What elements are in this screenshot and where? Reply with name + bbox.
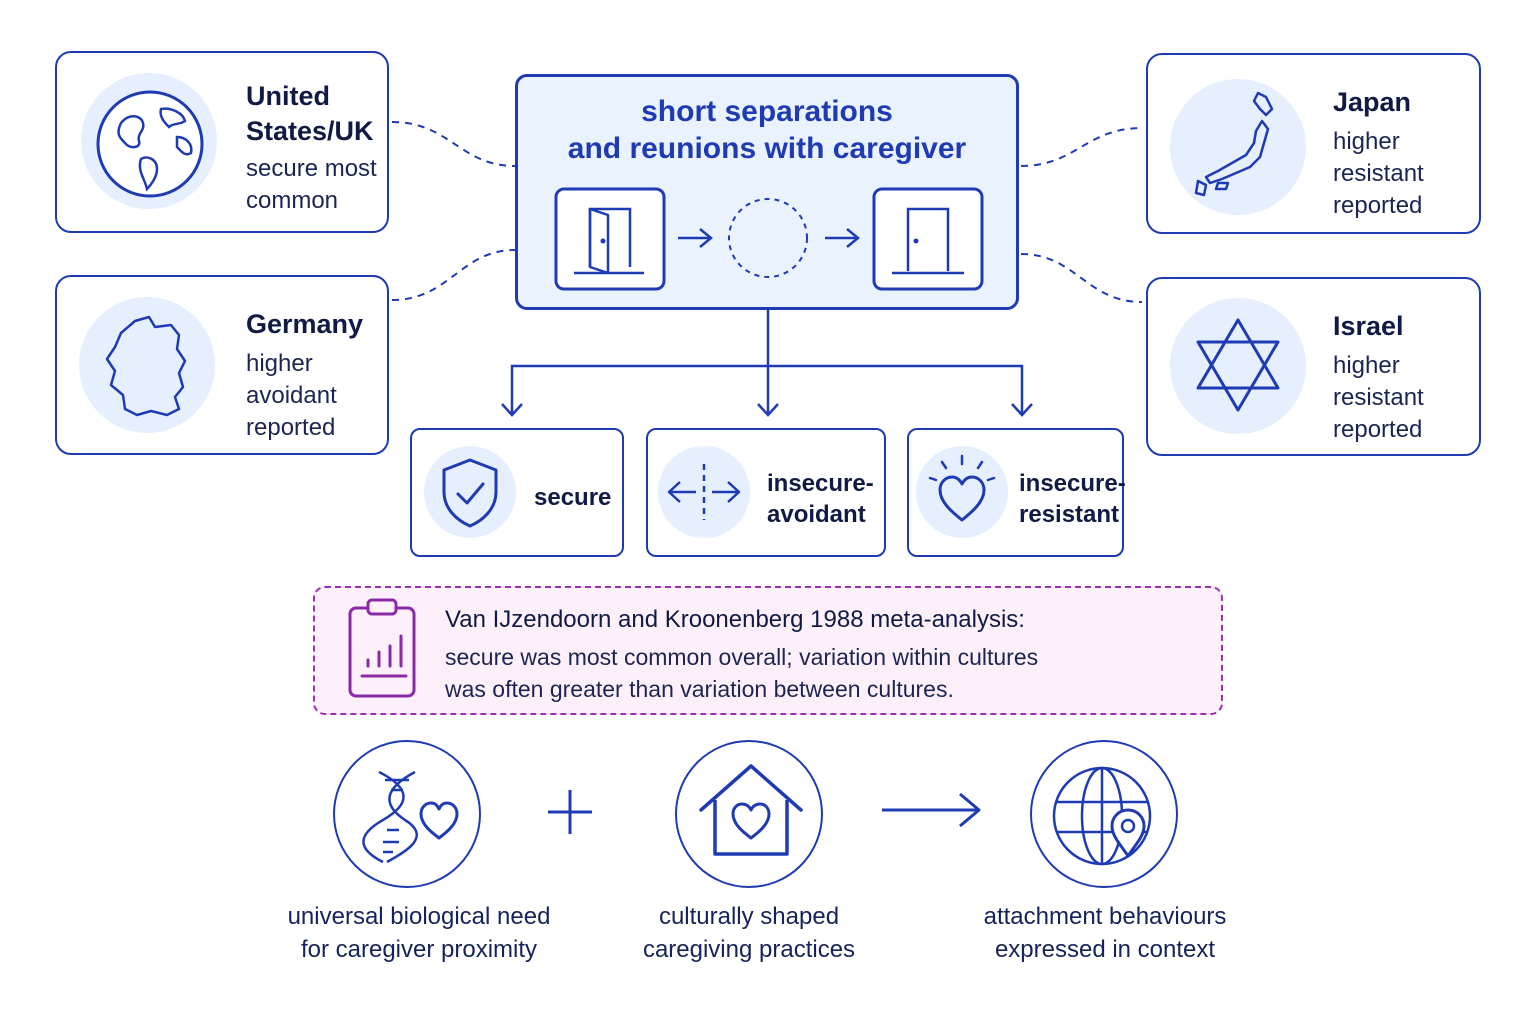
caption-line: caregiving practices bbox=[642, 936, 856, 963]
arrow-right-icon bbox=[825, 228, 860, 248]
outcome-insecure-resistant: insecure- resistant bbox=[907, 428, 1126, 557]
country-finding: reported bbox=[1333, 416, 1423, 443]
connector-germany bbox=[391, 249, 516, 301]
procedure-title: short separations and reunions with care… bbox=[518, 93, 1016, 167]
outcome-label: avoidant bbox=[767, 501, 866, 528]
country-name: States/UK bbox=[246, 116, 374, 146]
country-name: Japan bbox=[1333, 87, 1412, 117]
caption-result: attachment behaviours expressed in conte… bbox=[925, 900, 1285, 966]
procedure-sequence bbox=[554, 187, 984, 291]
closed-door-icon bbox=[872, 187, 984, 291]
clipboard-chart-icon bbox=[348, 598, 416, 698]
culture-circle bbox=[675, 740, 823, 888]
meta-analysis-note: Van IJzendoorn and Kroonenberg 1988 meta… bbox=[313, 586, 1223, 715]
open-door-icon bbox=[554, 187, 666, 291]
note-line: secure was most common overall; variatio… bbox=[445, 644, 1039, 670]
outcome-insecure-avoidant: insecure- avoidant bbox=[646, 428, 886, 557]
japan-map-icon bbox=[1170, 79, 1306, 215]
caption-line: universal biological need bbox=[287, 903, 551, 930]
plus-icon bbox=[548, 790, 592, 834]
caption-culture: culturally shaped caregiving practices bbox=[569, 900, 929, 966]
caption-line: culturally shaped bbox=[658, 903, 840, 930]
outcome-label: resistant bbox=[1019, 501, 1120, 528]
country-name: Israel bbox=[1333, 311, 1404, 341]
arrow-right-icon bbox=[678, 228, 713, 248]
country-name: United bbox=[246, 81, 330, 111]
globe-icon bbox=[81, 73, 217, 209]
connector-japan bbox=[1020, 127, 1143, 167]
country-card-israel: Israel higher resistant reported bbox=[1146, 277, 1481, 456]
long-arrow-right-icon bbox=[882, 792, 981, 828]
attachment-behaviour-circle bbox=[1030, 740, 1178, 888]
country-finding: higher bbox=[246, 350, 313, 377]
dna-heart-icon bbox=[362, 770, 459, 864]
country-name: Germany bbox=[246, 309, 364, 339]
separation-reunion-procedure: short separations and reunions with care… bbox=[515, 74, 1019, 310]
caption-line: attachment behaviours bbox=[983, 903, 1227, 930]
outcome-secure: secure bbox=[410, 428, 624, 557]
germany-map-icon bbox=[79, 297, 215, 433]
country-finding: resistant bbox=[1333, 160, 1424, 187]
country-finding: avoidant bbox=[246, 382, 337, 409]
country-card-us-uk: United States/UK secure most common bbox=[55, 51, 389, 233]
heart-burst-icon bbox=[916, 446, 1008, 538]
caption-line: for caregiver proximity bbox=[300, 936, 538, 963]
country-card-germany: Germany higher avoidant reported bbox=[55, 275, 389, 455]
caption-biology: universal biological need for caregiver … bbox=[239, 900, 599, 966]
country-finding: higher bbox=[1333, 352, 1400, 379]
absence-circle-icon bbox=[728, 198, 808, 278]
outcome-label: insecure- bbox=[1019, 470, 1126, 497]
biology-circle bbox=[333, 740, 481, 888]
country-finding: reported bbox=[246, 414, 336, 441]
split-arrows-icon bbox=[658, 446, 750, 538]
star-of-david-icon bbox=[1170, 298, 1306, 434]
shield-check-icon bbox=[424, 446, 516, 538]
country-finding: higher bbox=[1333, 128, 1400, 155]
note-heading: Van IJzendoorn and Kroonenberg 1988 meta… bbox=[445, 606, 1025, 633]
country-card-japan: Japan higher resistant reported bbox=[1146, 53, 1481, 234]
connector-us-uk bbox=[391, 121, 516, 167]
outcome-label: secure bbox=[534, 484, 612, 511]
country-finding: secure most bbox=[246, 155, 377, 182]
connector-israel bbox=[1020, 253, 1143, 303]
country-finding: common bbox=[246, 187, 339, 214]
note-line: was often greater than variation between… bbox=[445, 676, 954, 702]
caption-line: expressed in context bbox=[994, 936, 1216, 963]
country-finding: resistant bbox=[1333, 384, 1424, 411]
procedure-title-line: and reunions with caregiver bbox=[567, 132, 967, 165]
country-finding: reported bbox=[1333, 192, 1423, 219]
house-heart-icon bbox=[699, 764, 803, 856]
globe-pin-icon bbox=[1052, 766, 1152, 866]
procedure-title-line: short separations bbox=[641, 95, 893, 128]
branch-arrows bbox=[501, 310, 1033, 417]
outcome-label: insecure- bbox=[767, 470, 874, 497]
